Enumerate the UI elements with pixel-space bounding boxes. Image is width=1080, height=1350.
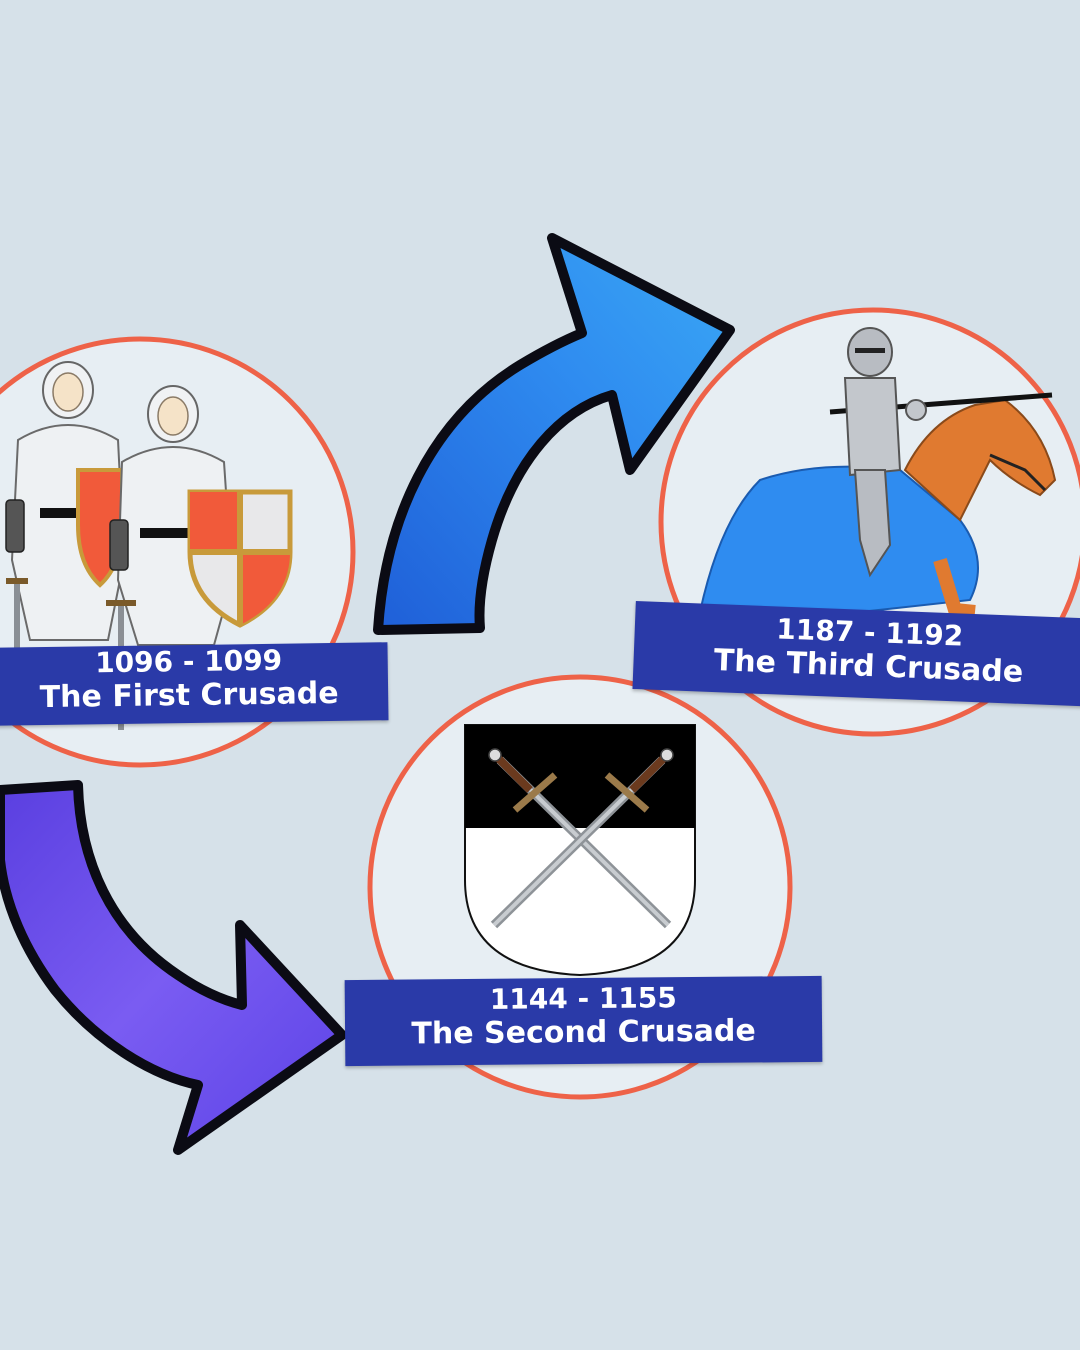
crossed-swords-shield-icon	[465, 725, 695, 975]
title-second-crusade: The Second Crusade	[345, 1013, 822, 1053]
banner-second-crusade: 1144 - 1155 The Second Crusade	[345, 976, 823, 1066]
curved-arrow-down-icon	[0, 785, 342, 1150]
title-first-crusade: The First Crusade	[0, 675, 388, 716]
banner-third-crusade: 1187 - 1192 The Third Crusade	[632, 601, 1080, 707]
banner-first-crusade: 1096 - 1099 The First Crusade	[0, 642, 389, 726]
dates-first-crusade: 1096 - 1099	[0, 642, 388, 681]
dates-second-crusade: 1144 - 1155	[345, 980, 822, 1017]
